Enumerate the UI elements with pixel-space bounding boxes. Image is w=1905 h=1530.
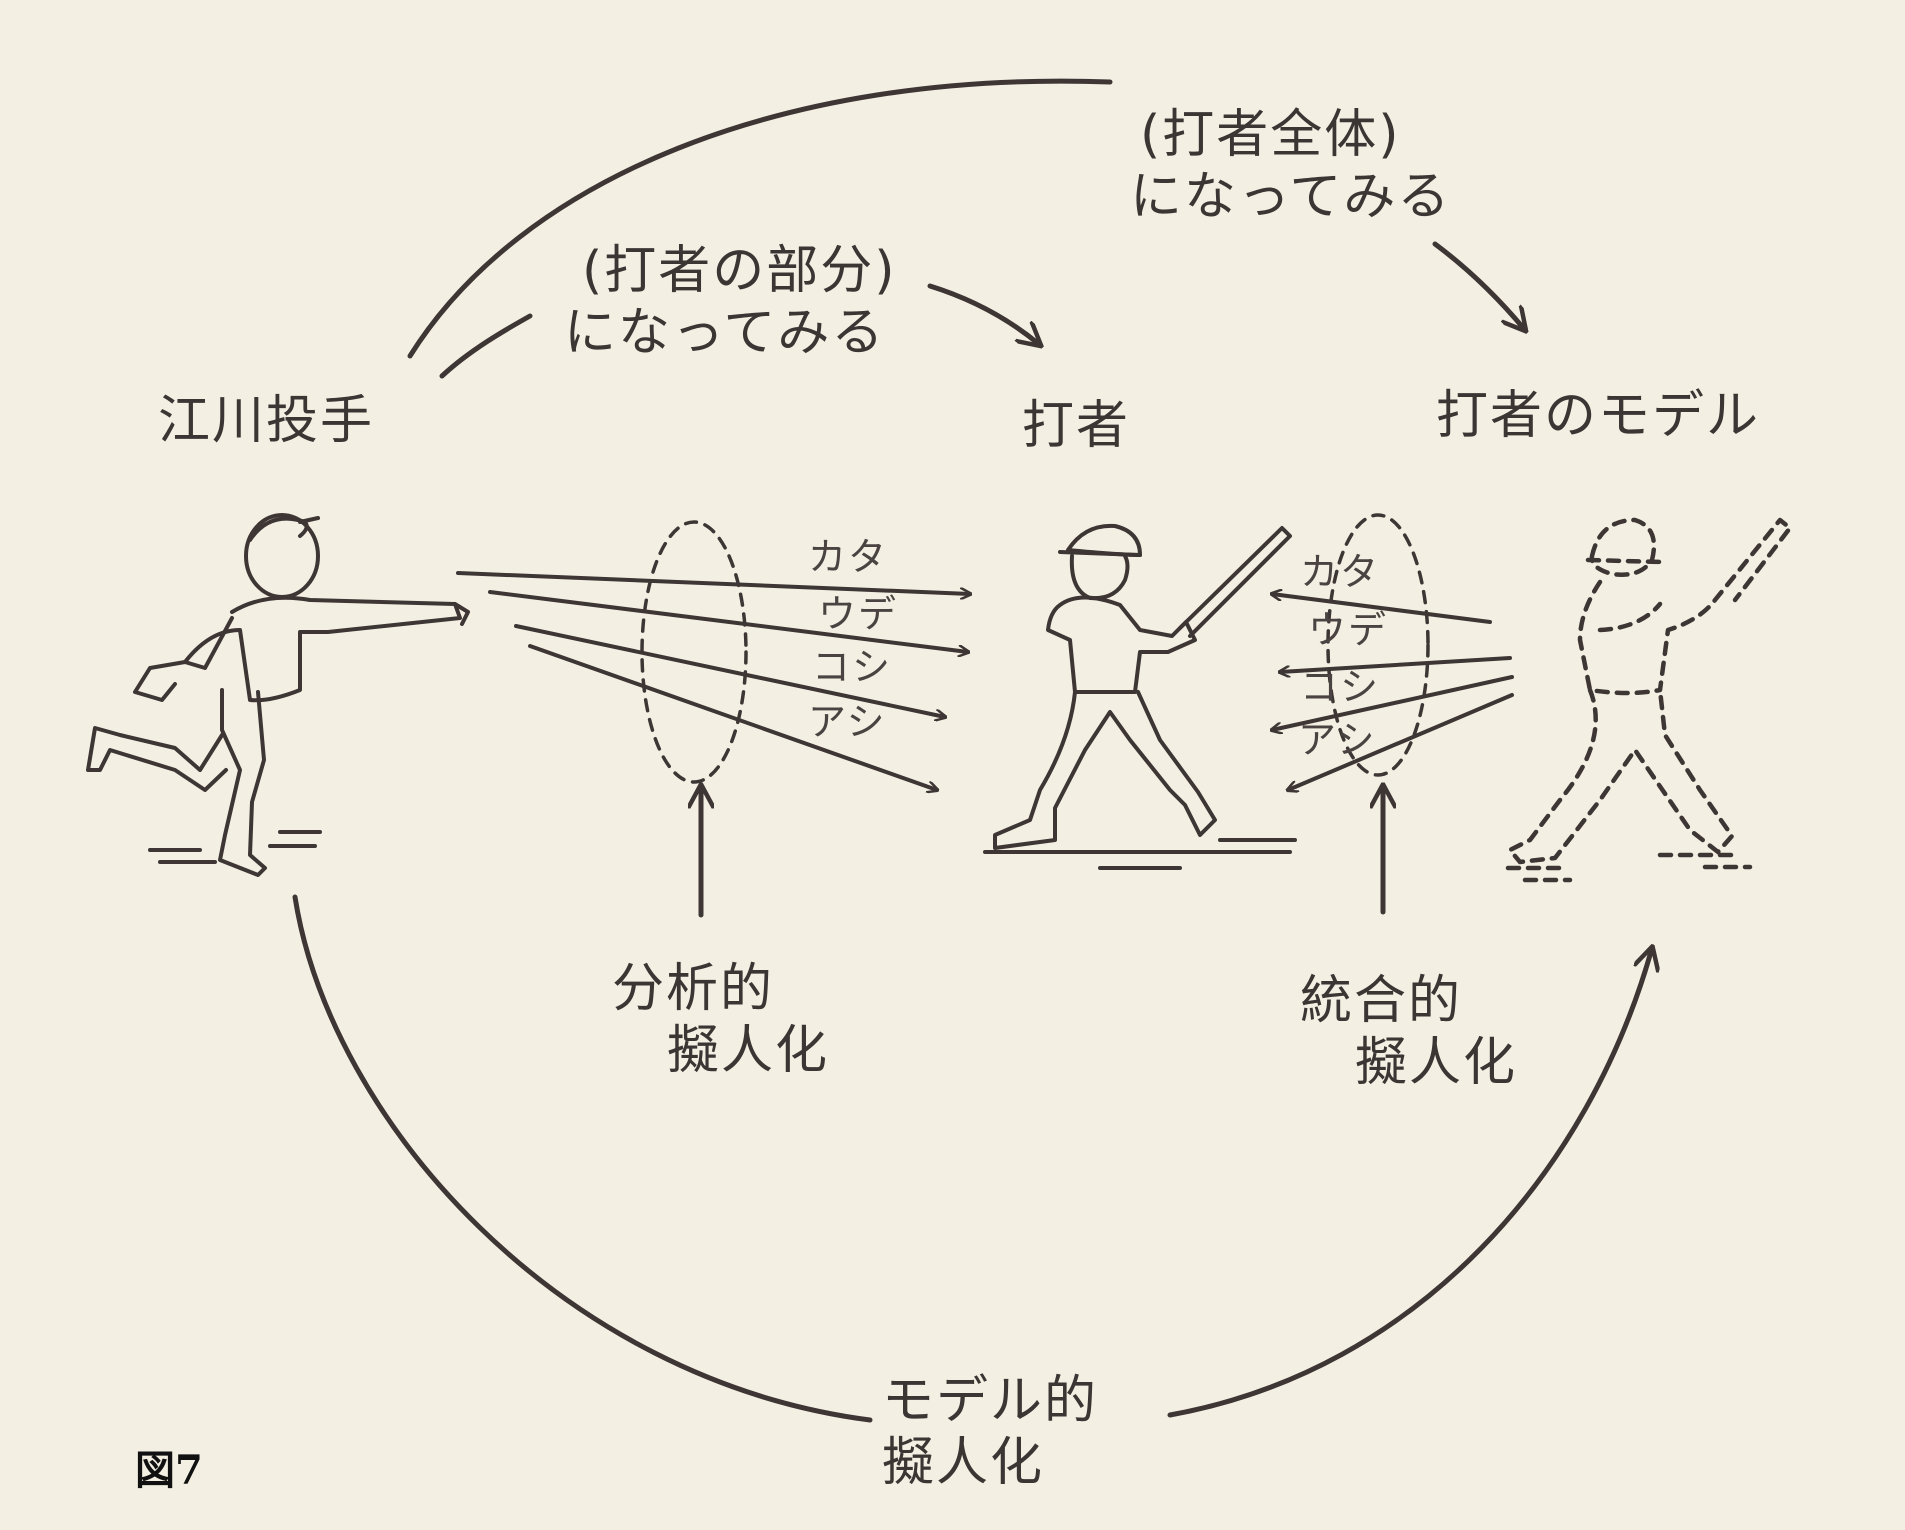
arc-model-right xyxy=(1167,948,1652,1418)
synthetic-caption: 統合的 擬人化 xyxy=(1300,970,1517,1095)
body-part-left-leg: アシ xyxy=(808,700,887,744)
synthetic-ellipse xyxy=(1326,513,1430,777)
body-part-left-hip: コシ xyxy=(812,645,893,689)
whole-caption-line1: (打者全体) xyxy=(1140,105,1401,165)
part-caption: (打者の部分) になってみる xyxy=(564,240,897,365)
analytic-caption-line2: 擬人化 xyxy=(667,1021,830,1082)
part-caption-line1: (打者の部分) xyxy=(582,241,897,301)
pitcher-figure xyxy=(86,513,470,877)
batter-model-label: 打者のモデル xyxy=(1436,386,1761,446)
body-part-right-shoulder: カタ xyxy=(1300,550,1381,594)
arrow-to-model xyxy=(1432,241,1525,330)
batter-figure xyxy=(983,523,1297,870)
arc-whole-batter xyxy=(407,78,1113,359)
analytic-ellipse xyxy=(640,520,748,784)
whole-caption: (打者全体) になってみる xyxy=(1130,104,1451,229)
analytic-caption-line1: 分析的 xyxy=(612,959,775,1019)
synthetic-caption-line2: 擬人化 xyxy=(1355,1033,1518,1094)
whole-caption-line2: になってみる xyxy=(1130,167,1452,228)
body-part-left-arm: ウデ xyxy=(818,592,899,636)
analytic-caption: 分析的 擬人化 xyxy=(612,958,829,1083)
arc-part-batter xyxy=(439,313,533,379)
arc-model-left xyxy=(292,894,873,1423)
body-part-right-leg: アシ xyxy=(1298,718,1377,762)
figure-number: 図7 xyxy=(135,1447,203,1494)
body-part-right-hip: コシ xyxy=(1300,665,1381,709)
body-part-right-arm: ウデ xyxy=(1308,608,1389,652)
model-caption-line1: モデル的 xyxy=(882,1371,1099,1431)
model-caption-line2: 擬人化 xyxy=(882,1433,1045,1494)
analytic-arrows xyxy=(456,571,970,790)
pitcher-label: 江川投手 xyxy=(158,391,375,451)
batter-model-figure xyxy=(1505,517,1793,883)
body-part-left-shoulder: カタ xyxy=(808,535,889,579)
part-caption-line2: になってみる xyxy=(564,303,886,364)
synthetic-arrows xyxy=(1272,594,1514,790)
synthetic-caption-line1: 統合的 xyxy=(1300,971,1463,1031)
batter-label: 打者 xyxy=(1022,396,1131,456)
model-caption: モデル的 擬人化 xyxy=(882,1370,1098,1495)
arrow-to-batter xyxy=(927,283,1040,345)
